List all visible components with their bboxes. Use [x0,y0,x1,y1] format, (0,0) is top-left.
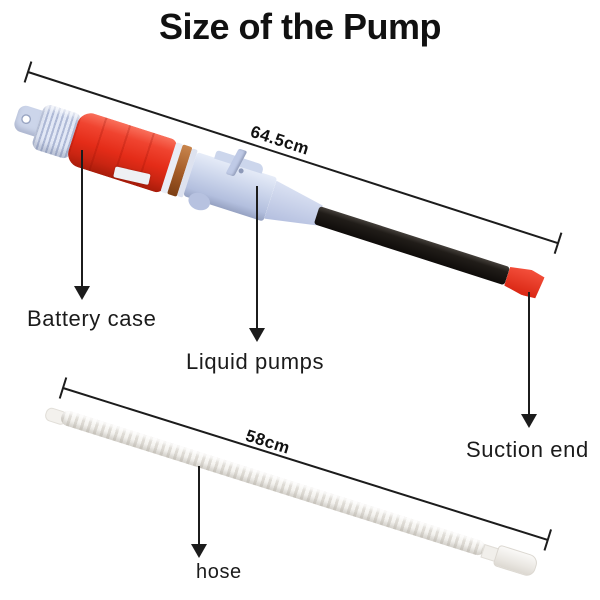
hose-dimension-line [62,387,549,541]
suction-end-label: Suction end [466,437,589,462]
arrow-head-icon [74,286,90,300]
hang-hole [19,112,33,126]
arrow-head-icon [191,544,207,558]
pump-illustration [7,89,551,315]
arrow-shaft [256,186,258,328]
arrow-shaft [198,466,200,544]
pump-body-part [183,148,278,222]
battery-case-label: Battery case [27,306,157,331]
arrow-shaft [528,292,530,414]
clip-screw [237,167,245,174]
page-title: Size of the Pump [158,6,442,47]
arrow-shaft [81,150,83,286]
hose-dimension-label: 58cm [243,426,293,458]
label-sticker [113,166,151,186]
hose-end-fitting [492,544,540,579]
liquid-pumps-label: Liquid pumps [186,349,325,374]
arrow-head-icon [249,328,265,342]
hose-label: hose [196,561,242,583]
hose-illustration [43,404,540,579]
hose-corrugated-tube [59,409,488,558]
body-bump [186,190,213,213]
arrow-head-icon [521,414,537,428]
